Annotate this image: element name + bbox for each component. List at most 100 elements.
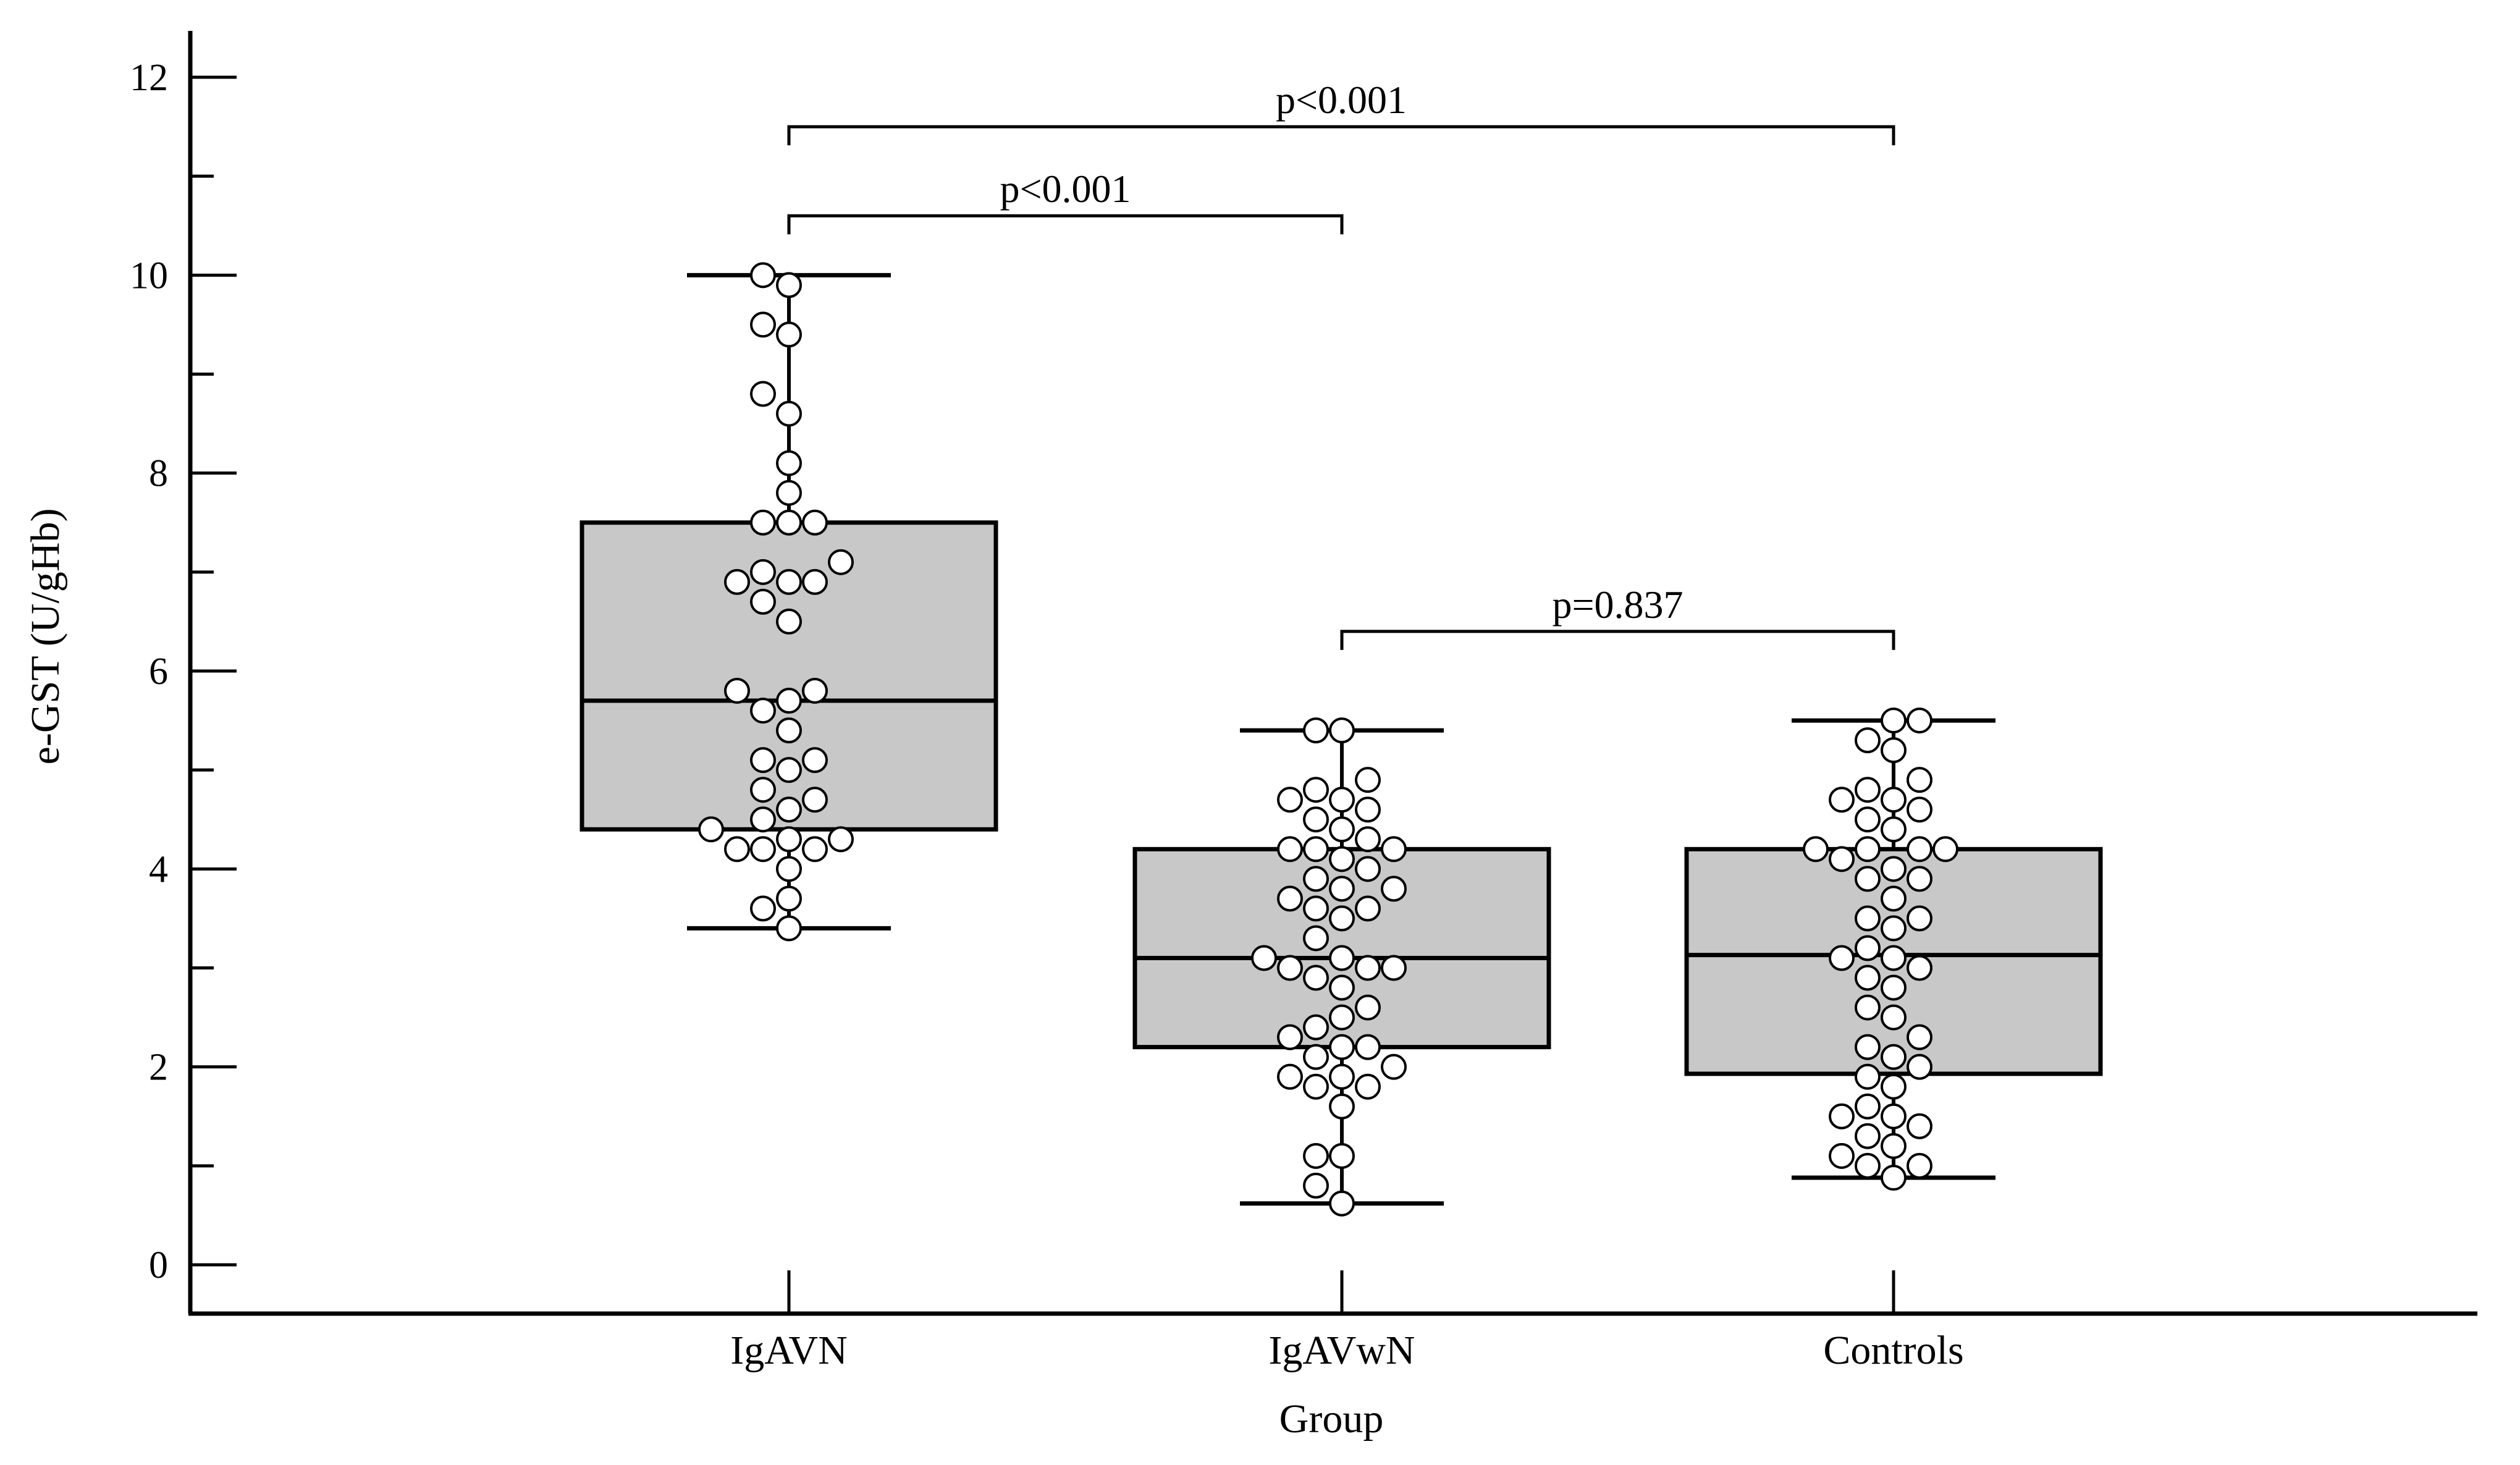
data-point (1329, 876, 1355, 902)
data-point (750, 836, 776, 863)
data-point (1355, 1034, 1381, 1060)
data-point (1355, 796, 1381, 823)
data-point (776, 479, 802, 506)
data-point (1329, 1063, 1355, 1090)
data-point (1932, 836, 1958, 863)
x-axis-title: Group (1279, 1396, 1384, 1442)
points-layer (698, 262, 1958, 1217)
data-point (802, 509, 828, 536)
bracket-line (1340, 630, 1895, 650)
data-point (750, 777, 776, 803)
y-tick-label: 6 (149, 651, 168, 693)
data-point (1881, 945, 1907, 971)
data-point (776, 272, 802, 298)
data-point (1251, 945, 1277, 971)
data-point (1303, 965, 1329, 991)
data-point (750, 698, 776, 724)
points-igavwn (1251, 717, 1407, 1217)
data-point (1303, 895, 1329, 922)
data-point (1277, 955, 1303, 981)
data-point (1355, 1073, 1381, 1100)
data-point (1355, 826, 1381, 853)
data-point (1277, 836, 1303, 863)
data-point (1355, 994, 1381, 1021)
p-value-label: p=0.837 (1552, 583, 1683, 627)
data-point (1303, 836, 1329, 863)
data-point (1881, 1073, 1907, 1100)
y-tick-label: 4 (149, 848, 168, 890)
data-point (1907, 796, 1932, 823)
data-point (750, 381, 776, 407)
data-point (802, 787, 828, 813)
data-point (1881, 737, 1907, 764)
y-tick-label: 8 (149, 453, 168, 495)
data-point (776, 321, 802, 348)
data-point (1329, 717, 1355, 744)
data-point (1881, 816, 1907, 843)
data-point (1907, 905, 1932, 932)
data-point (776, 796, 802, 823)
data-point (1277, 1063, 1303, 1090)
data-point (776, 509, 802, 536)
data-point (1329, 1004, 1355, 1031)
data-point (1855, 727, 1881, 754)
data-point (1329, 846, 1355, 872)
data-point (1303, 777, 1329, 803)
data-point (1855, 1093, 1881, 1120)
data-point (776, 400, 802, 427)
data-point (1803, 836, 1829, 863)
data-point (1355, 856, 1381, 882)
data-point (1855, 905, 1881, 932)
data-point (750, 559, 776, 585)
data-point (1907, 1152, 1932, 1179)
data-point (1855, 777, 1881, 803)
data-point (1881, 915, 1907, 942)
bracket-line (787, 125, 1895, 146)
data-point (776, 856, 802, 882)
data-point (1907, 836, 1932, 863)
data-point (1855, 935, 1881, 961)
data-point (1881, 856, 1907, 882)
y-tick-label: 2 (149, 1047, 168, 1089)
data-point (1855, 1123, 1881, 1149)
data-point (750, 806, 776, 833)
data-point (828, 549, 854, 575)
data-point (776, 608, 802, 635)
data-point (1907, 866, 1932, 892)
data-point (1303, 866, 1329, 892)
points-controls (1803, 707, 1958, 1191)
y-tick-label: 12 (130, 57, 168, 99)
x-category-label: Controls (1823, 1328, 1963, 1373)
data-point (776, 688, 802, 714)
data-point (1907, 1053, 1932, 1080)
data-point (1355, 895, 1381, 922)
data-point (1329, 787, 1355, 813)
data-point (1907, 767, 1932, 793)
box-iqr (579, 520, 998, 832)
data-point (776, 450, 802, 476)
data-point (750, 509, 776, 536)
data-point (1303, 925, 1329, 952)
data-point (1907, 707, 1932, 734)
data-point (1829, 787, 1855, 813)
data-point (750, 588, 776, 615)
data-point (1329, 905, 1355, 932)
data-point (1381, 836, 1407, 863)
data-point (1277, 885, 1303, 912)
data-point (776, 915, 802, 942)
data-point (1329, 1142, 1355, 1169)
data-point (750, 747, 776, 774)
data-point (1381, 1053, 1407, 1080)
bracket-line (787, 214, 1344, 235)
data-point (1303, 1044, 1329, 1070)
data-point (1881, 1165, 1907, 1191)
data-point (724, 678, 750, 704)
data-point (776, 568, 802, 595)
p-value-label: p<0.001 (1000, 167, 1131, 211)
data-point (1829, 1142, 1855, 1169)
data-point (1855, 1063, 1881, 1090)
data-point (1303, 1073, 1329, 1100)
